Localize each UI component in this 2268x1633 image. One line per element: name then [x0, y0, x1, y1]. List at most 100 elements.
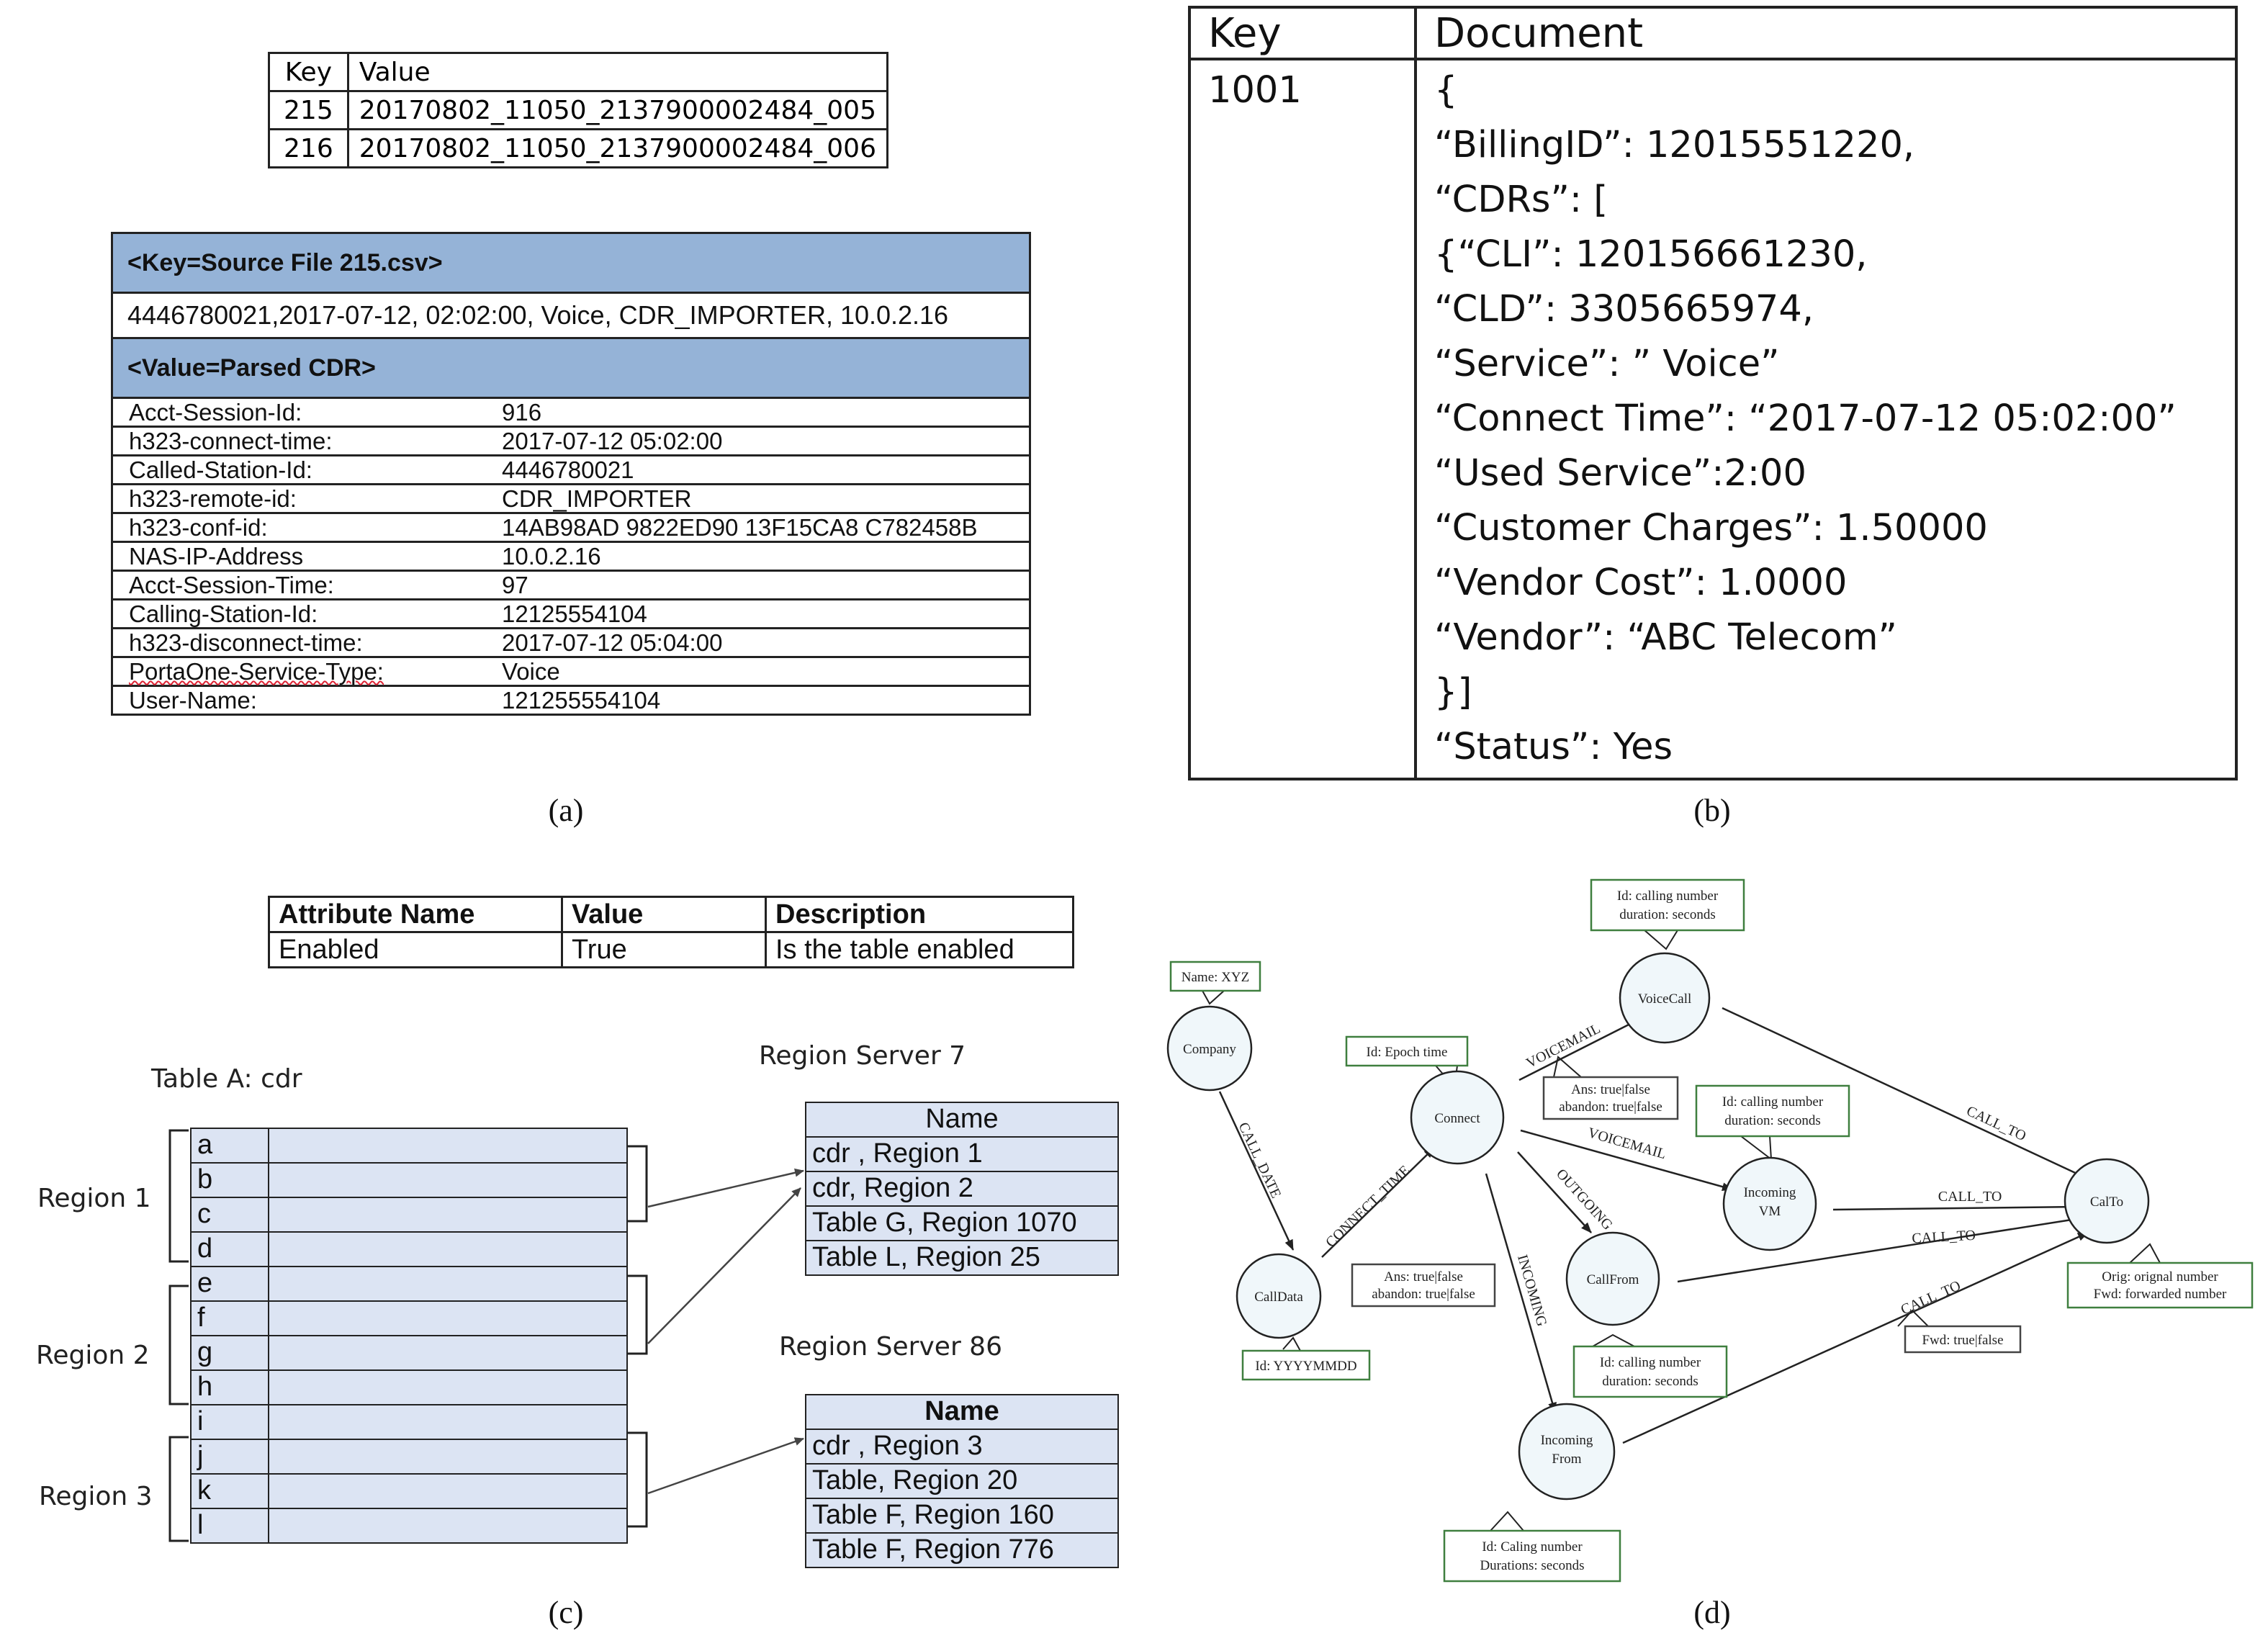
note-company-text: Name: XYZ: [1182, 970, 1249, 985]
caption-d: (d): [1693, 1595, 1731, 1630]
node-connect-label: Connect: [1434, 1111, 1480, 1126]
region-server-86-title: Region Server 86: [779, 1332, 1002, 1362]
note-incomingfrom-box: [1443, 1529, 1621, 1583]
edge-label: VOICEMAIL: [1586, 1125, 1668, 1162]
doc-line: “Status”: Yes: [1434, 726, 1673, 768]
note-voicecall-text: Id: calling number: [1617, 889, 1719, 904]
note-voicemail-text: abandon: true|false: [1559, 1099, 1662, 1115]
doc-line: {: [1434, 69, 1458, 112]
edge-label: CALL_TO: [1912, 1228, 1976, 1247]
key-header: Key: [268, 52, 349, 92]
edge-incomingvm-callto: [1832, 1202, 2080, 1212]
note-callfrom-box: [1572, 1345, 1728, 1398]
edge-connect-incomingfrom: [1485, 1173, 1557, 1413]
server-region-item: Table L, Region 25: [805, 1240, 1119, 1276]
field-name: h323-remote-id:: [111, 483, 486, 514]
name-header: Name: [805, 1394, 1119, 1430]
attr-header-value: Value: [561, 896, 767, 933]
caption-a: (a): [548, 793, 584, 828]
doc-line: “CDRs”: [: [1434, 179, 1608, 221]
server-region-item: Table F, Region 776: [805, 1532, 1119, 1568]
node-incomingvm-label: VM: [1759, 1204, 1781, 1219]
doc-line: {“CLI”: 120156661230,: [1434, 233, 1868, 276]
note-pointer-callfrom: [1592, 1333, 1635, 1347]
field-name: Called-Station-Id:: [111, 454, 486, 485]
note-connect-box: [1345, 1035, 1469, 1067]
edge-voicecall-callto: [1722, 1007, 2093, 1182]
row-key: 216: [268, 128, 349, 168]
field-name: h323-conf-id:: [111, 512, 486, 543]
row-key-cell: k: [190, 1473, 269, 1509]
field-name: h323-connect-time:: [111, 426, 486, 456]
doc-line: “Connect Time”: “2017-07-12 05:02:00”: [1434, 397, 2177, 440]
node-company-label: Company: [1183, 1042, 1236, 1057]
field-value: Voice: [486, 656, 1031, 687]
doc-line: “Vendor Cost”: 1.0000: [1434, 562, 1848, 604]
left-bracket-region-3: [168, 1436, 189, 1542]
field-name: Acct-Session-Id:: [111, 397, 486, 428]
parsed-cdr-table: <Key=Source File 215.csv> 4446780021,201…: [111, 232, 1031, 716]
field-value: 97: [486, 570, 1031, 600]
attr-value: True: [561, 931, 767, 968]
edge-label: CALL_TO: [1964, 1103, 2029, 1144]
doc-line: “CLD”: 3305665974,: [1434, 288, 1814, 330]
node-incomingfrom-label: Incoming: [1541, 1433, 1593, 1448]
attr-name: Enabled: [268, 931, 563, 968]
note-callto-text: Fwd: forwarded number: [2094, 1287, 2227, 1302]
value-header: Value: [346, 52, 889, 92]
row-value: 20170802_11050_2137900002484_006: [346, 128, 889, 168]
note-callfrom-text: duration: seconds: [1602, 1374, 1698, 1389]
edge-label: CONNECT_TIME: [1323, 1163, 1413, 1251]
node-calldata-label: CallData: [1254, 1290, 1303, 1305]
region-label: Region 2: [36, 1341, 150, 1370]
field-value: CDR_IMPORTER: [486, 483, 1031, 514]
document-table: Key Document 1001 { “BillingID”: 1201555…: [1188, 6, 2238, 780]
note-incomingfrom-text: Durations: seconds: [1480, 1558, 1584, 1573]
field-value: 121255554104: [486, 685, 1031, 716]
arrow-region-3: [647, 1437, 804, 1495]
region-server-7-title: Region Server 7: [759, 1041, 966, 1071]
note-incomingvm-text: Id: calling number: [1722, 1094, 1824, 1110]
edge-incomingfrom-callto: [1622, 1231, 2089, 1444]
key-value-table: Key Value 215 20170802_11050_21379000024…: [268, 52, 889, 168]
note-incomingvm-box: [1695, 1084, 1850, 1138]
note-pointer-voicecall: [1644, 930, 1678, 950]
key-source-header: <Key=Source File 215.csv>: [111, 232, 1031, 294]
server-region-item: cdr , Region 1: [805, 1136, 1119, 1172]
caption-b: (b): [1693, 793, 1731, 828]
node-incomingfrom-label: From: [1552, 1452, 1581, 1467]
raw-record: 4446780021,2017-07-12, 02:02:00, Voice, …: [111, 292, 1031, 339]
attr-header-name: Attribute Name: [268, 896, 563, 933]
field-name: Acct-Session-Time:: [111, 570, 486, 600]
field-value: 916: [486, 397, 1031, 428]
edge-company-calldata: [1218, 1091, 1295, 1251]
server-region-item: Table G, Region 1070: [805, 1205, 1119, 1241]
note-fwd-box: [1904, 1325, 2022, 1354]
row-data-cell: [268, 1508, 628, 1544]
caption-c: (c): [548, 1595, 584, 1630]
parsed-value-header: <Value=Parsed CDR>: [111, 337, 1031, 399]
node-callfrom: [1565, 1231, 1660, 1326]
edge-connect-callfrom: [1517, 1151, 1592, 1233]
field-name: PortaOne-Service-Type:: [111, 656, 486, 687]
note-pointer-incomingvm: [1740, 1135, 1773, 1161]
node-connect: [1410, 1070, 1505, 1165]
note-pointer-incomingfrom: [1490, 1511, 1524, 1531]
row-data-cell: [268, 1335, 628, 1371]
doc-key-value: 1001: [1208, 69, 1302, 112]
node-voicecall: [1619, 952, 1711, 1044]
table-row: 215 20170802_11050_2137900002484_005: [268, 90, 889, 130]
row-key: 215: [268, 90, 349, 130]
note-calldata-box: [1241, 1349, 1371, 1381]
doc-document-header: Document: [1414, 6, 2238, 60]
edge-calldata-connect: [1321, 1147, 1435, 1258]
node-callto: [2064, 1158, 2150, 1244]
field-name: User-Name:: [111, 685, 486, 716]
left-bracket-region-2: [168, 1285, 189, 1405]
note-voicemail-box: [1542, 1076, 1679, 1120]
row-data-cell: [268, 1439, 628, 1475]
doc-line: }]: [1434, 671, 1472, 714]
right-bracket-region-3: [626, 1431, 648, 1528]
